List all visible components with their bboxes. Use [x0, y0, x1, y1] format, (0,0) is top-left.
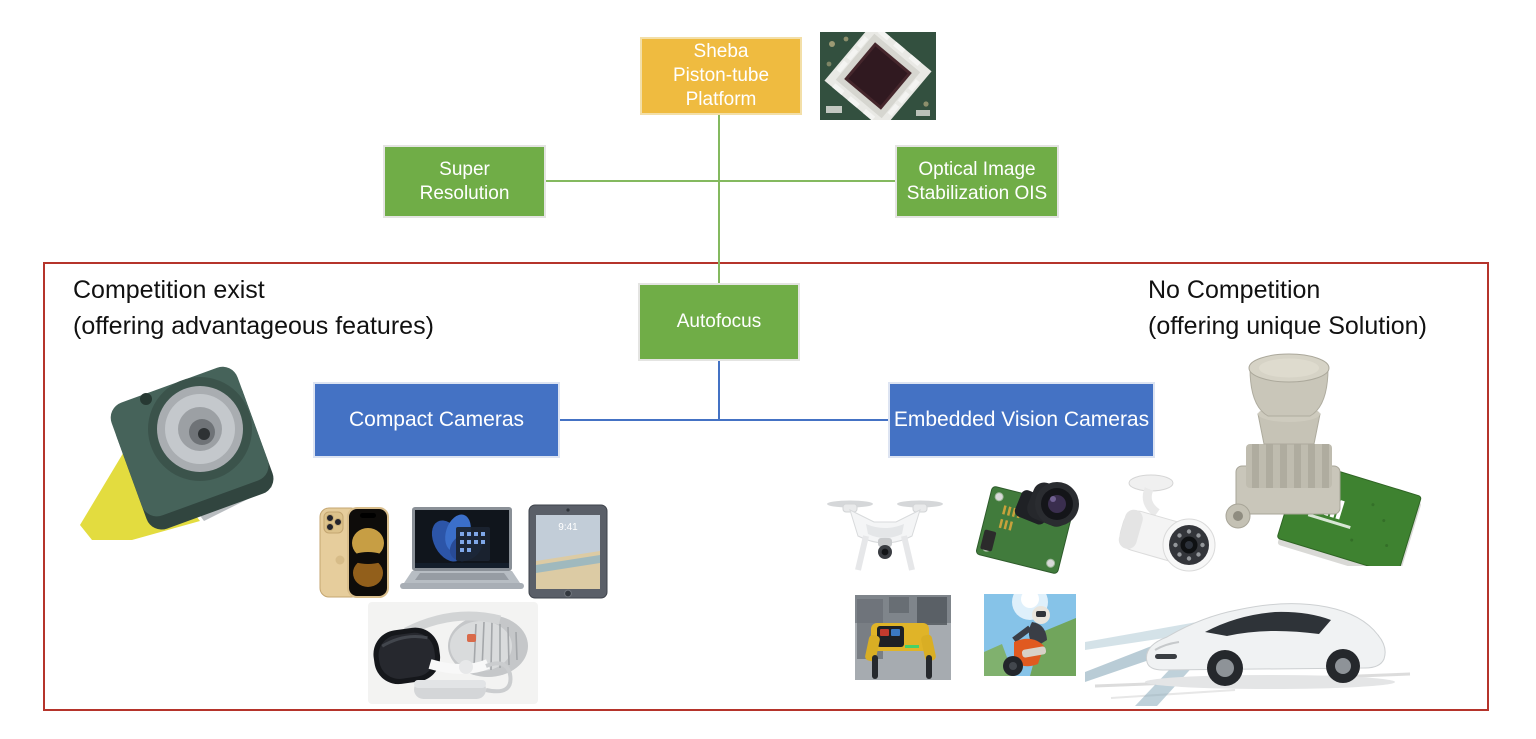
vr-headset-icon: [368, 602, 538, 704]
vr-headset-image: [368, 602, 538, 704]
annotation-no-competition-subtitle: (offering unique Solution): [1148, 312, 1427, 340]
connector-superres-ois: [546, 180, 895, 182]
node-compact-cameras: Compact Cameras: [313, 382, 560, 458]
laptop-image: [398, 505, 526, 600]
node-embedded-vision-cameras-label: Embedded Vision Cameras: [893, 407, 1150, 431]
node-super-resolution-label: Super Resolution: [419, 158, 510, 204]
connector-compact-embedded: [560, 419, 888, 421]
bullet-camera-image: [1103, 473, 1221, 575]
node-sheba-platform-label: Sheba Piston-tube Platform: [672, 41, 770, 110]
action-shot-icon: [984, 594, 1076, 676]
node-autofocus-label: Autofocus: [676, 311, 762, 333]
annotation-no-competition-title: No Competition: [1148, 276, 1321, 304]
node-super-resolution: Super Resolution: [383, 145, 546, 218]
laptop-icon: [400, 507, 524, 589]
robot-dog-image: [855, 595, 951, 680]
node-sheba-platform: Sheba Piston-tube Platform: [640, 37, 802, 115]
tablet-icon: 9:41: [528, 504, 608, 599]
board-camera-icon: [976, 482, 1079, 574]
camera-module-image: [72, 355, 287, 540]
drone-icon: [827, 500, 943, 571]
car-image: [1085, 580, 1415, 706]
camera-module-icon: [80, 366, 274, 540]
action-shot-image: [984, 594, 1076, 676]
sensor-chip-icon: [820, 32, 936, 120]
robot-dog-icon: [855, 595, 951, 680]
annotation-no-competition: No Competition (offering unique Solution…: [1148, 272, 1427, 344]
connector-autofocus-down: [718, 361, 720, 421]
tablet-clock-text: 9:41: [558, 522, 578, 533]
competition-frame: [43, 262, 1489, 711]
drone-image: [826, 478, 944, 581]
annotation-competition-subtitle: (offering advantageous features): [73, 312, 434, 340]
lens-module-image: [1208, 348, 1426, 566]
node-autofocus: Autofocus: [638, 283, 800, 361]
iphone-image: [318, 505, 390, 600]
iphone-icon: [319, 507, 389, 598]
node-ois-label: Optical Image Stabilization OIS: [906, 158, 1048, 204]
lens-module-icon: [1225, 353, 1422, 566]
sensor-chip-image: [820, 32, 936, 120]
tablet-image: 9:41: [527, 503, 609, 600]
annotation-competition-title: Competition exist: [73, 276, 265, 304]
annotation-competition-exist: Competition exist (offering advantageous…: [73, 272, 434, 344]
board-camera-image: [973, 466, 1085, 578]
node-compact-cameras-label: Compact Cameras: [348, 407, 525, 431]
node-embedded-vision-cameras: Embedded Vision Cameras: [888, 382, 1155, 458]
node-ois: Optical Image Stabilization OIS: [895, 145, 1059, 218]
car-icon: [1085, 603, 1411, 706]
connector-platform-autofocus: [718, 115, 720, 283]
bullet-camera-icon: [1118, 474, 1216, 572]
